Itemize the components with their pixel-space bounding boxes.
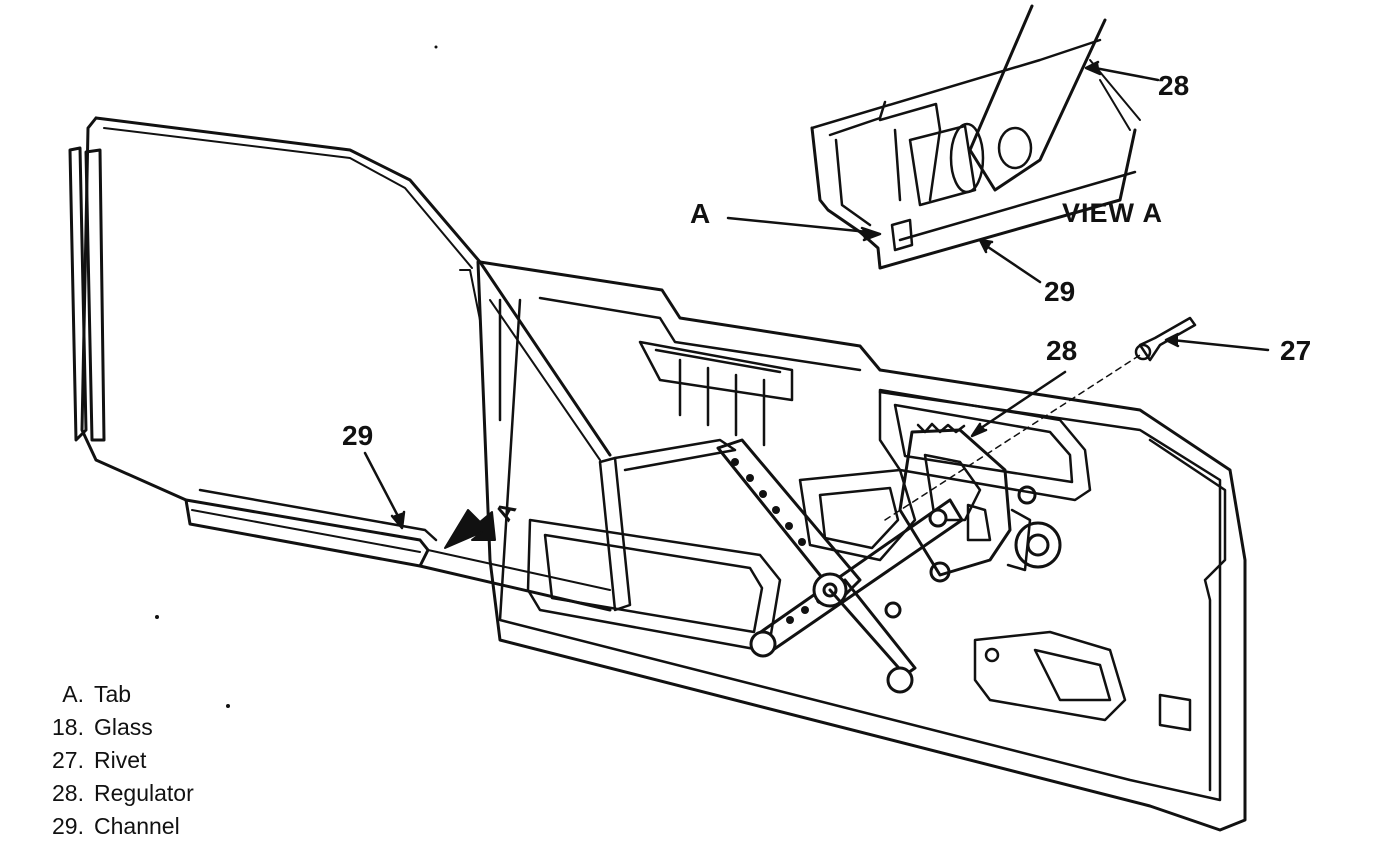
callout-view-28: 28 (1158, 70, 1190, 101)
door-inner-panel (476, 260, 1247, 832)
legend-label: Channel (94, 813, 180, 839)
legend-key: 28. (52, 780, 84, 806)
legend-key: 18. (52, 714, 84, 740)
print-specks (155, 45, 438, 708)
legend-row: A. Tab (30, 678, 194, 711)
lower-right-cutout (973, 630, 1192, 732)
callout-main-29: 29 (342, 420, 374, 451)
door-glass (68, 116, 612, 502)
upper-bracket (638, 340, 794, 447)
legend-label: Regulator (94, 780, 194, 806)
rivet (1134, 316, 1197, 362)
callout-main-28: 28 (1046, 335, 1078, 366)
glass-channel (184, 488, 612, 612)
view-a-title: VIEW A (1062, 198, 1164, 228)
legend-row: 27. Rivet (30, 744, 194, 777)
lower-left-cutout (526, 518, 782, 652)
view-a-detail (810, 4, 1141, 270)
view-arrow (444, 509, 496, 549)
legend-label: Rivet (94, 747, 147, 773)
callout-main-27: 27 (1280, 335, 1312, 366)
upper-right-cutout (878, 388, 1092, 502)
parts-legend: A. Tab 18. Glass 27. Rivet 28. Regulator… (30, 678, 194, 843)
rear-run-channel (598, 438, 737, 612)
legend-key: A. (62, 681, 84, 707)
legend-label: Glass (94, 714, 153, 740)
legend-label: Tab (94, 681, 132, 707)
callout-view-tab: A (690, 198, 711, 229)
legend-row: 29. Channel (30, 810, 194, 843)
legend-key: 27. (52, 747, 84, 773)
central-stamping (798, 468, 917, 562)
regulator-assembly (716, 354, 1141, 694)
legend-row: 18. Glass (30, 711, 194, 744)
callout-view-29: 29 (1044, 276, 1076, 307)
legend-row: 28. Regulator (30, 777, 194, 810)
legend-key: 29. (52, 813, 84, 839)
leader-lines (363, 60, 1270, 530)
